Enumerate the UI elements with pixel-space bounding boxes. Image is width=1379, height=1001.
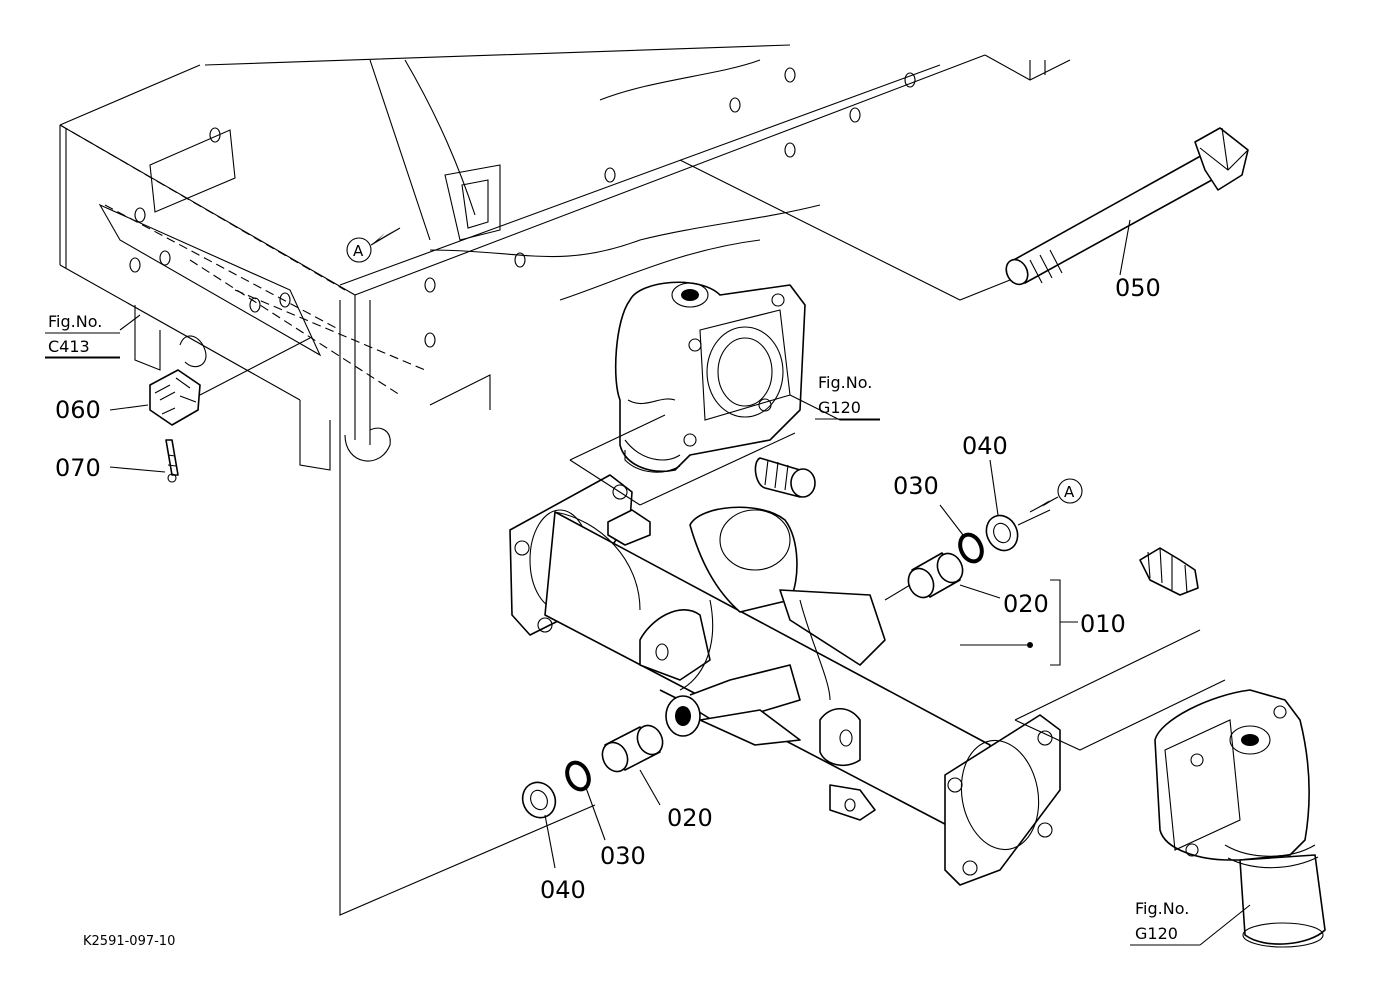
upper-thrust-washer	[985, 514, 1019, 552]
grease-fitting-right	[1139, 547, 1199, 596]
connector-mark-a-left-text: A	[353, 242, 364, 260]
callout-040-lower: 040	[540, 876, 586, 904]
lower-bushing	[601, 724, 664, 773]
frame-holes	[129, 67, 916, 348]
callout-030-lower: 030	[600, 842, 646, 870]
leader-lines	[45, 219, 1251, 946]
callout-020-upper: 020	[1003, 590, 1049, 618]
fig-ref-underlines	[45, 332, 1200, 946]
fig-ref-c413-line1: Fig.No.	[48, 312, 102, 331]
lower-steering-housing	[1154, 689, 1326, 948]
fig-ref-g120-lower-line1: Fig.No.	[1135, 899, 1189, 918]
upper-parts-guide-line	[884, 509, 1051, 601]
upper-steering-housing	[614, 281, 806, 473]
fig-ref-g120-upper-line1: Fig.No.	[818, 373, 872, 392]
connector-mark-a-left: A	[346, 227, 401, 263]
front-frame	[59, 44, 1071, 471]
callout-040-upper: 040	[962, 432, 1008, 460]
fig-ref-g120-lower-line2: G120	[1135, 924, 1178, 943]
callout-010: 010	[1080, 610, 1126, 638]
callout-020-lower: 020	[667, 804, 713, 832]
upper-o-ring	[958, 532, 984, 564]
callout-070: 070	[55, 454, 101, 482]
callout-060: 060	[55, 396, 101, 424]
connector-mark-a-right-text: A	[1064, 483, 1075, 501]
lower-thrust-washer	[521, 781, 557, 819]
callout-050: 050	[1115, 274, 1161, 302]
housing-guide-lines	[569, 414, 1226, 751]
fig-ref-g120-upper-line2: G120	[818, 398, 861, 417]
connector-mark-a-right: A	[1029, 478, 1083, 513]
cotter-pin	[165, 439, 179, 483]
front-axle-pivot-pin	[1005, 127, 1249, 286]
lower-o-ring	[565, 760, 591, 792]
castle-nut	[149, 337, 311, 426]
fig-ref-c413-line2: C413	[48, 337, 90, 356]
assembly-guide-lines	[339, 159, 1011, 916]
upper-bushing	[907, 552, 964, 599]
drawing-code: K2591-097-10	[83, 934, 175, 949]
front-axle-beam	[509, 474, 1061, 886]
callout-030-upper: 030	[893, 472, 939, 500]
grease-fitting-upper	[754, 457, 816, 498]
